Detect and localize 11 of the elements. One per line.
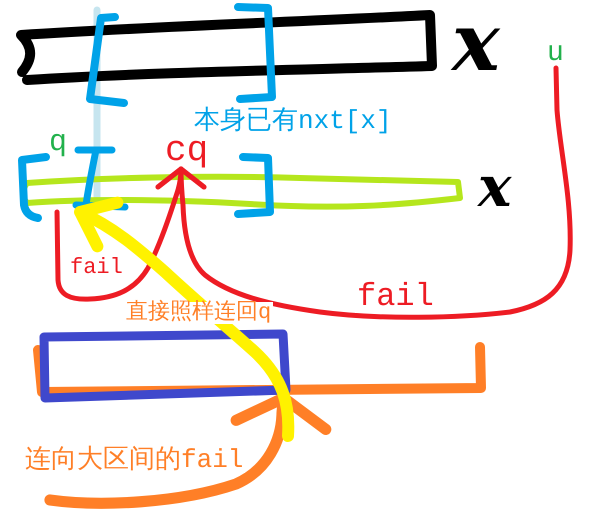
annotation: 本身已有nxt[x] xyxy=(194,108,392,134)
variable-label: x xyxy=(452,20,500,68)
variable-label: x xyxy=(478,172,512,206)
edge-label: 直接照样连回q xyxy=(124,302,274,324)
arrow xyxy=(74,197,294,442)
node-label: cq xyxy=(165,133,208,169)
arrow xyxy=(44,392,332,509)
arrow xyxy=(54,166,206,302)
node-label: u xyxy=(547,40,564,68)
node-label: q xyxy=(49,128,68,158)
edge-label: 连向大区间的fail xyxy=(23,447,246,473)
